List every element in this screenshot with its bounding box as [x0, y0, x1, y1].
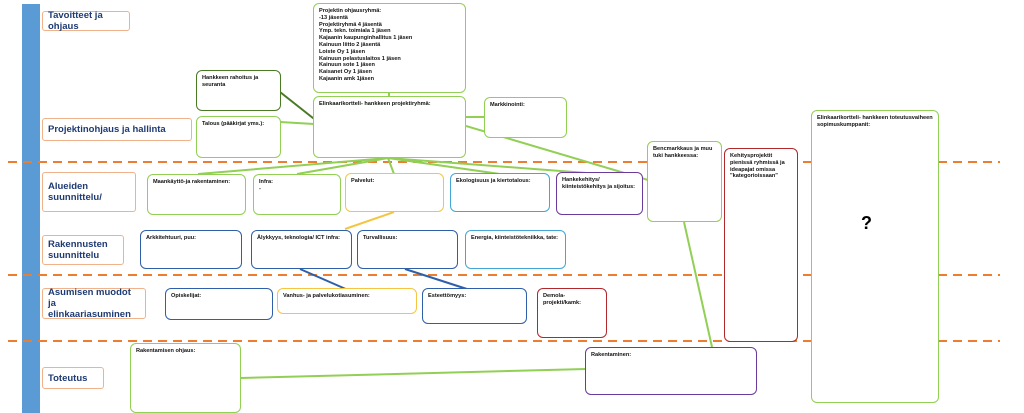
- infra-box: Infra: -: [253, 174, 341, 215]
- smart-tech-box: Älykkyys, teknologia/ ICT infra:: [251, 230, 352, 269]
- safety-box: Turvallisuus:: [357, 230, 458, 269]
- unknown-question-mark: ?: [861, 213, 872, 233]
- construction-box: Rakentaminen:: [585, 347, 757, 395]
- elderly-housing-box: Vanhus- ja palvelukotiasuminen:: [277, 288, 417, 314]
- dev-projects-box: Kehitysprojektit pienissä ryhmissä ja id…: [724, 148, 798, 342]
- services-box: Palvelut:: [345, 173, 444, 212]
- connector-line: [344, 211, 395, 230]
- benchmarking-box: Bencmarkkaus ja muu tuki hankkeessa:: [647, 141, 722, 222]
- partners-box: Elinkaarikortteli- hankkeen toteutusvaih…: [811, 110, 939, 403]
- connector-line: [299, 268, 349, 291]
- marketing-box: Markkinointi:: [484, 97, 567, 138]
- property-dev-box: Hankekehitys/ kiinteistökehitys ja sijoi…: [556, 172, 643, 215]
- funding-box: Hankkeen rahoitus ja seuranta: [196, 70, 281, 111]
- ecology-box: Ekologisuus ja kiertotalous:: [450, 173, 550, 212]
- level-area-planning: Alueiden suunnittelu/: [42, 172, 136, 212]
- connector-line: [387, 157, 395, 175]
- energy-box: Energia, kiinteistötekniikka, tate:: [465, 230, 566, 269]
- land-use-box: Maankäyttö-ja rakentaminen:: [147, 174, 246, 215]
- connector-line: [240, 368, 587, 379]
- level-goals: Tavoitteet ja ohjaus: [42, 10, 130, 32]
- connector-line: [387, 157, 601, 175]
- demo-project-box: Demola- projekti/kamk:: [537, 288, 607, 338]
- level-management: Projektinohjaus ja hallinta: [42, 118, 192, 141]
- connector-line: [296, 157, 389, 175]
- level-implementation: Toteutus: [42, 367, 104, 389]
- level-building-planning: Rakennusten suunnittelu: [42, 235, 124, 265]
- students-box: Opiskelijat:: [165, 288, 273, 320]
- level-housing: Asumisen muodot ja elinkaariasuminen: [42, 287, 146, 320]
- project-group-box: Elinkaarikortteli- hankkeen projektiryhm…: [313, 96, 466, 158]
- connector-line: [404, 268, 471, 291]
- connector-line: [279, 91, 319, 123]
- steering-group-box: Projektin ohjausryhmä: -13 jäsentä Proje…: [313, 3, 466, 93]
- sidebar-bar: [22, 4, 40, 413]
- connector-line: [387, 157, 501, 175]
- connector-line: [683, 221, 713, 348]
- connector-line: [197, 157, 389, 175]
- finance-box: Talous (pääkirjat yms.):: [196, 116, 281, 158]
- construction-guidance-box: Rakentamisen ohjaus:: [130, 343, 241, 413]
- architecture-box: Arkkitehtuuri, puu:: [140, 230, 242, 269]
- accessibility-box: Esteettömyys:: [422, 288, 527, 324]
- connector-line: [279, 121, 315, 125]
